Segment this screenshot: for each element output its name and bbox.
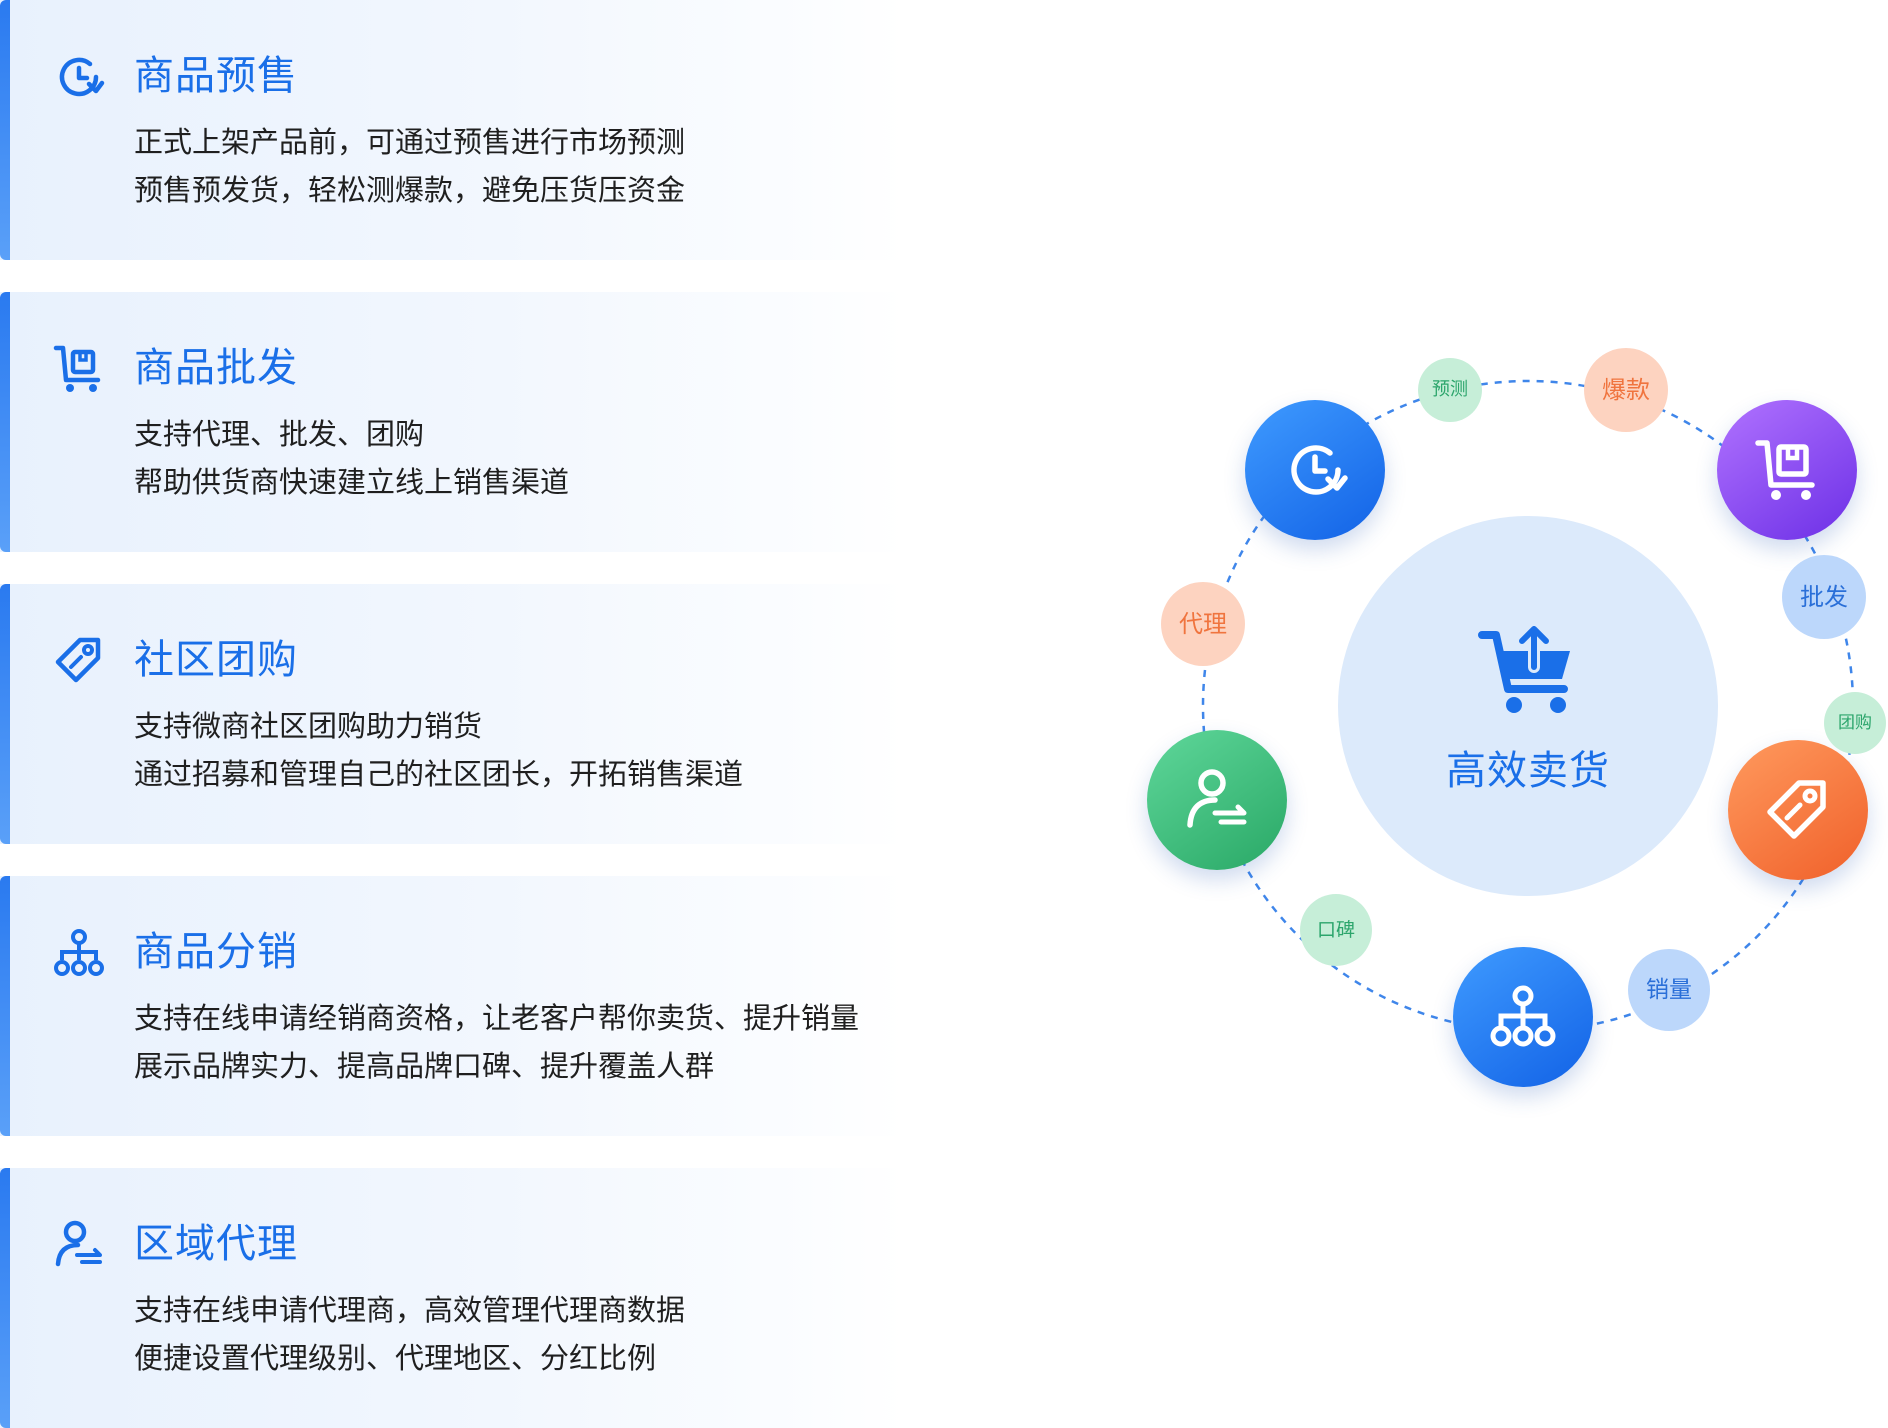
agent-user-icon <box>55 1220 102 1267</box>
price-tag-icon <box>1767 780 1826 839</box>
feature-card-presale: 商品预售 正式上架产品前，可通过预售进行市场预测 预售预发货，轻松测爆款，避免压… <box>0 0 905 260</box>
feature-description: 支持代理、批发、团购 <box>134 417 425 451</box>
org-tree-icon <box>1490 985 1556 1047</box>
feature-description: 便捷设置代理级别、代理地区、分红比例 <box>134 1341 657 1375</box>
feature-description: 正式上架产品前，可通过预售进行市场预测 <box>134 125 686 159</box>
feature-title: 区域代理 <box>134 1221 298 1267</box>
clock-refresh-icon <box>59 57 105 97</box>
center-hub: 高效卖货 <box>1338 516 1718 896</box>
feature-description: 支持微商社区团购助力销货 <box>134 709 483 743</box>
cart-box-icon <box>1755 440 1815 500</box>
feature-title: 社区团购 <box>134 637 298 683</box>
agent-user-icon <box>1187 769 1247 828</box>
node-group-buy <box>1728 740 1868 880</box>
tag-forecast: 预测 <box>1418 358 1482 422</box>
tag-agent: 代理 <box>1161 582 1245 666</box>
node-wholesale <box>1717 400 1857 540</box>
feature-title: 商品分销 <box>134 929 298 975</box>
tag-group-buy: 团购 <box>1824 692 1886 754</box>
clock-refresh-icon <box>1291 445 1348 495</box>
price-tag-icon <box>55 637 101 683</box>
feature-description: 预售预发货，轻松测爆款，避免压货压资金 <box>134 173 686 207</box>
feature-description: 展示品牌实力、提高品牌口碑、提升覆盖人群 <box>134 1049 715 1083</box>
tag-reputation: 口碑 <box>1300 894 1372 966</box>
feature-description: 帮助供货商快速建立线上销售渠道 <box>134 465 570 499</box>
cart-box-icon <box>53 345 101 392</box>
feature-card-wholesale: 商品批发 支持代理、批发、团购 帮助供货商快速建立线上销售渠道 <box>0 292 905 552</box>
center-label: 高效卖货 <box>1446 748 1610 794</box>
feature-card-distribution: 商品分销 支持在线申请经销商资格，让老客户帮你卖货、提升销量 展示品牌实力、提高… <box>0 876 905 1136</box>
node-presale <box>1245 400 1385 540</box>
tag-sales-volume: 销量 <box>1628 949 1710 1031</box>
feature-card-regional-agent: 区域代理 支持在线申请代理商，高效管理代理商数据 便捷设置代理级别、代理地区、分… <box>0 1168 905 1428</box>
sales-diagram: 高效卖货 <box>1100 330 1888 1130</box>
feature-description: 支持在线申请代理商，高效管理代理商数据 <box>134 1293 686 1327</box>
feature-title: 商品批发 <box>134 345 298 391</box>
org-tree-icon <box>54 929 104 976</box>
feature-description: 通过招募和管理自己的社区团长，开拓销售渠道 <box>134 757 744 791</box>
cart-upload-icon <box>1478 623 1570 713</box>
feature-list: 商品预售 正式上架产品前，可通过预售进行市场预测 预售预发货，轻松测爆款，避免压… <box>0 0 910 1428</box>
feature-card-group-buy: 社区团购 支持微商社区团购助力销货 通过招募和管理自己的社区团长，开拓销售渠道 <box>0 584 905 844</box>
feature-description: 支持在线申请经销商资格，让老客户帮你卖货、提升销量 <box>134 1001 860 1035</box>
tag-hot-item: 爆款 <box>1584 348 1668 432</box>
node-regional-agent <box>1147 730 1287 870</box>
feature-title: 商品预售 <box>134 53 298 99</box>
node-distribution <box>1453 947 1593 1087</box>
tag-wholesale: 批发 <box>1782 555 1866 639</box>
